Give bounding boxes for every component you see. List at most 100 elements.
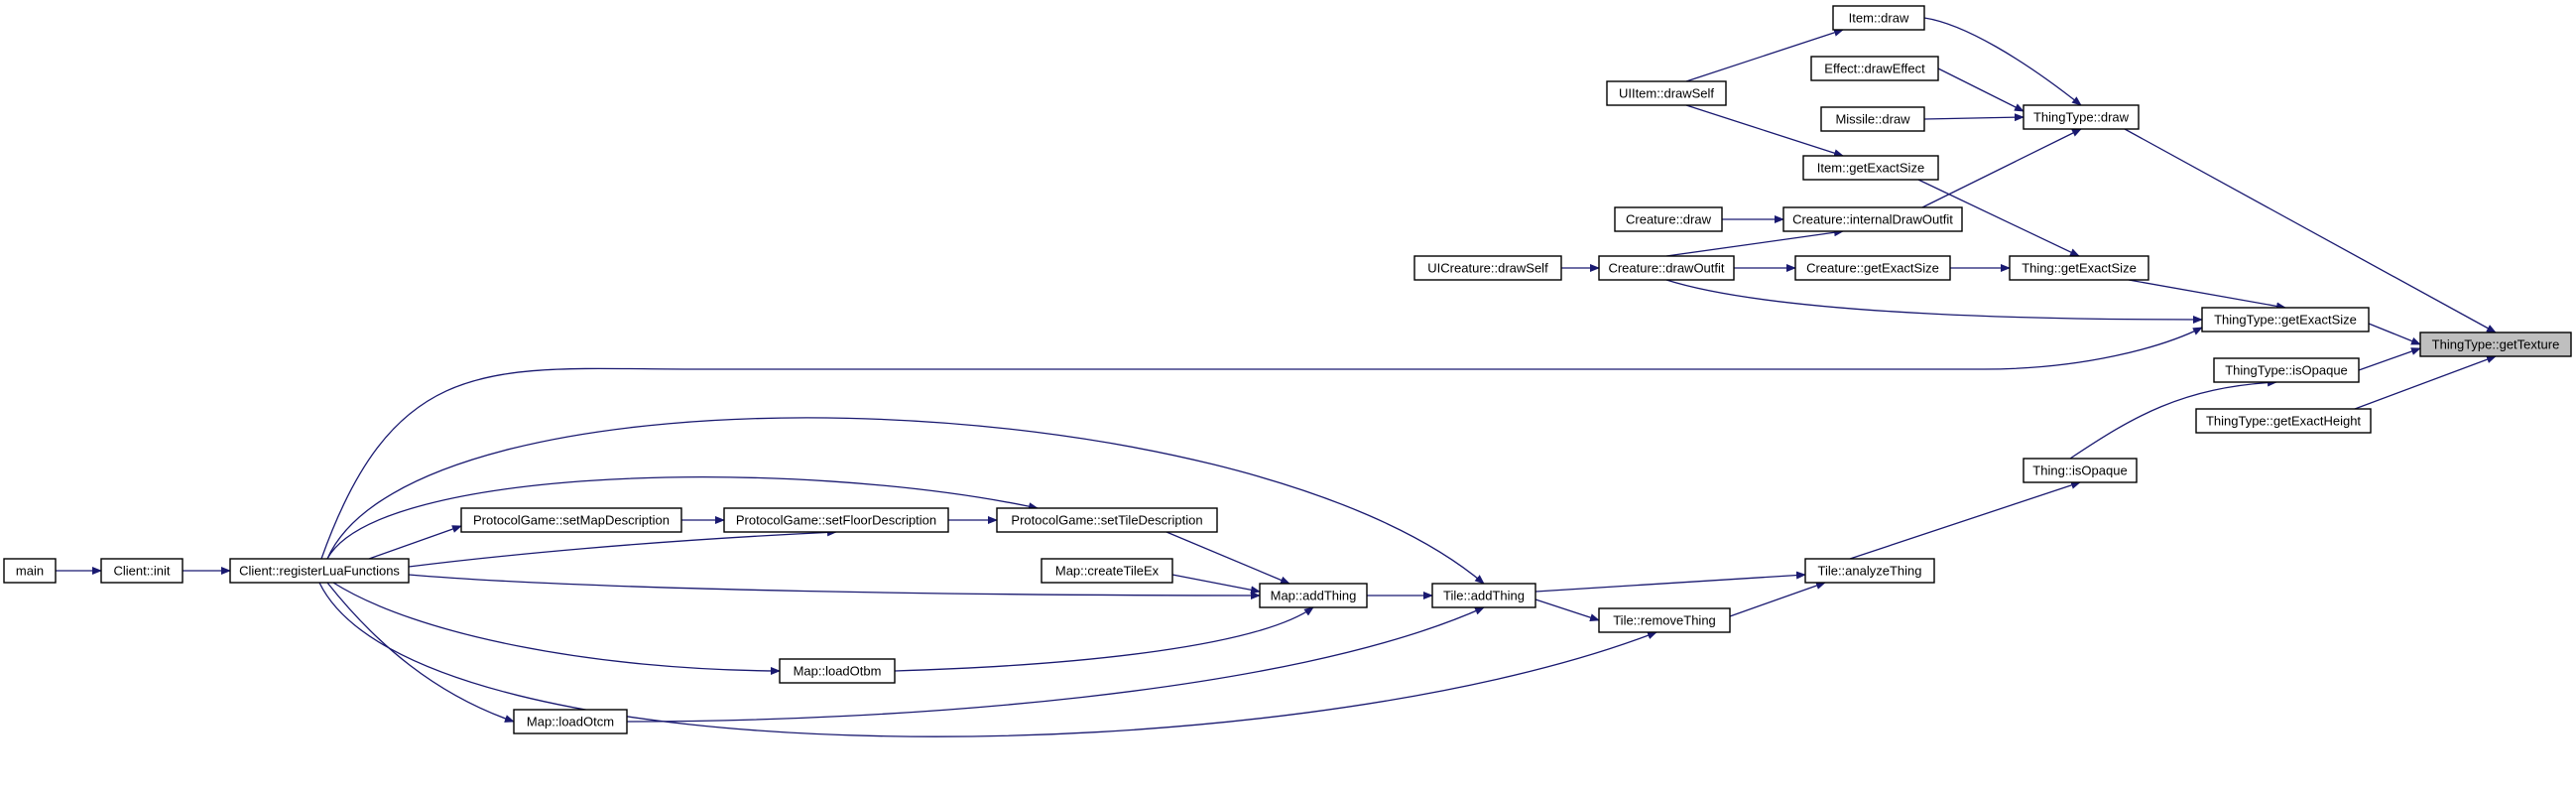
node-box bbox=[2023, 104, 2140, 130]
node-map_loadOtbm[interactable]: Map::loadOtbm bbox=[779, 658, 896, 684]
node-box bbox=[2201, 307, 2370, 332]
edge-client_registerLuaFunctions-to-map_addThing bbox=[408, 574, 1261, 599]
edge-item_getExactSize-to-thing_getExactSize bbox=[1917, 179, 2080, 257]
node-map_loadOtcm[interactable]: Map::loadOtcm bbox=[513, 709, 628, 734]
node-label: ProtocolGame::setMapDescription bbox=[473, 513, 670, 528]
node-label: ThingType::getTexture bbox=[2432, 337, 2560, 352]
edge-map_loadOtcm-to-tile_addThing bbox=[626, 606, 1485, 723]
node-creature_draw[interactable]: Creature::draw bbox=[1614, 206, 1723, 232]
node-label: Tile::removeThing bbox=[1613, 613, 1716, 628]
node-pg_setFloorDescription[interactable]: ProtocolGame::setFloorDescription bbox=[723, 507, 949, 533]
node-tile_removeThing[interactable]: Tile::removeThing bbox=[1598, 607, 1731, 633]
node-box bbox=[1820, 106, 1925, 132]
node-thing_getExactSize[interactable]: Thing::getExactSize bbox=[2009, 255, 2149, 281]
node-creature_internalDrawOutfit[interactable]: Creature::internalDrawOutfit bbox=[1782, 206, 1963, 232]
node-tt_getExactHeight[interactable]: ThingType::getExactHeight bbox=[2195, 408, 2372, 434]
node-label: ThingType::isOpaque bbox=[2225, 363, 2348, 378]
node-tt_isOpaque[interactable]: ThingType::isOpaque bbox=[2213, 357, 2360, 383]
node-box bbox=[2009, 255, 2149, 281]
edge-map_loadOtbm-to-map_addThing bbox=[894, 606, 1314, 672]
edge-map_createTileEx-to-map_addThing bbox=[1171, 574, 1261, 595]
edge-creature_drawOutfit-to-creature_internalDrawOutfit bbox=[1665, 228, 1844, 257]
node-label: ProtocolGame::setTileDescription bbox=[1011, 513, 1202, 528]
node-pg_setMapDescription[interactable]: ProtocolGame::setMapDescription bbox=[460, 507, 682, 533]
node-label: ThingType::getExactSize bbox=[2214, 313, 2357, 328]
edge-item_draw-to-tt_draw bbox=[1923, 17, 2082, 106]
edge-tt_draw-to-getTexture bbox=[2124, 128, 2497, 333]
node-creature_getExactSize[interactable]: Creature::getExactSize bbox=[1794, 255, 1951, 281]
node-label: Map::createTileEx bbox=[1055, 564, 1160, 579]
node-creature_drawOutfit[interactable]: Creature::drawOutfit bbox=[1598, 255, 1735, 281]
node-box bbox=[1832, 5, 1925, 31]
node-box bbox=[2419, 332, 2572, 357]
node-box bbox=[1810, 56, 1939, 81]
node-client_registerLuaFunctions[interactable]: Client::registerLuaFunctions bbox=[229, 558, 410, 584]
node-uicreature_drawSelf[interactable]: UICreature::drawSelf bbox=[1413, 255, 1562, 281]
node-box bbox=[1794, 255, 1951, 281]
node-box bbox=[2213, 357, 2360, 383]
node-label: Creature::draw bbox=[1626, 212, 1712, 227]
node-tile_analyzeThing[interactable]: Tile::analyzeThing bbox=[1804, 558, 1935, 584]
node-label: Creature::getExactSize bbox=[1806, 261, 1939, 276]
node-uiitem_drawSelf[interactable]: UIItem::drawSelf bbox=[1606, 80, 1727, 106]
node-effect_drawEffect[interactable]: Effect::drawEffect bbox=[1810, 56, 1939, 81]
node-box bbox=[996, 507, 1218, 533]
node-tt_getExactSize[interactable]: ThingType::getExactSize bbox=[2201, 307, 2370, 332]
node-box bbox=[2023, 458, 2138, 483]
node-label: Map::loadOtcm bbox=[527, 715, 614, 730]
node-label: UICreature::drawSelf bbox=[1427, 261, 1548, 276]
edge-client_registerLuaFunctions-to-tile_removeThing bbox=[318, 582, 1657, 737]
node-label: Tile::addThing bbox=[1443, 589, 1525, 603]
node-main[interactable]: main bbox=[3, 558, 57, 584]
node-getTexture[interactable]: ThingType::getTexture bbox=[2419, 332, 2572, 357]
edge-tt_getExactSize-to-getTexture bbox=[2368, 323, 2421, 345]
node-label: ProtocolGame::setFloorDescription bbox=[736, 513, 936, 528]
edge-tile_addThing-to-tile_analyzeThing bbox=[1534, 571, 1806, 593]
node-box bbox=[229, 558, 410, 584]
call-edges bbox=[56, 17, 2497, 737]
node-label: Client::registerLuaFunctions bbox=[239, 564, 400, 579]
edge-tile_analyzeThing-to-thing_isOpaque bbox=[1849, 481, 2081, 560]
node-box bbox=[460, 507, 682, 533]
node-box bbox=[723, 507, 949, 533]
edge-thing_isOpaque-to-tt_isOpaque bbox=[2069, 378, 2277, 460]
node-tt_draw[interactable]: ThingType::draw bbox=[2023, 104, 2140, 130]
node-box bbox=[1606, 80, 1727, 106]
node-label: Creature::drawOutfit bbox=[1608, 261, 1724, 276]
node-box bbox=[779, 658, 896, 684]
node-pg_setTileDescription[interactable]: ProtocolGame::setTileDescription bbox=[996, 507, 1218, 533]
node-map_createTileEx[interactable]: Map::createTileEx bbox=[1041, 558, 1173, 584]
node-item_getExactSize[interactable]: Item::getExactSize bbox=[1802, 155, 1939, 181]
edge-tile_addThing-to-tile_removeThing bbox=[1534, 598, 1600, 621]
node-item_draw[interactable]: Item::draw bbox=[1832, 5, 1925, 31]
node-box bbox=[100, 558, 184, 584]
edge-client_registerLuaFunctions-to-pg_setTileDescription bbox=[326, 476, 1039, 560]
edge-client_registerLuaFunctions-to-map_loadOtcm bbox=[326, 582, 515, 723]
node-box bbox=[1431, 583, 1536, 608]
node-label: ThingType::draw bbox=[2033, 110, 2130, 125]
node-label: Missile::draw bbox=[1835, 112, 1910, 127]
node-client_init[interactable]: Client::init bbox=[100, 558, 184, 584]
call-nodes: ThingType::getTextureThingType::getExact… bbox=[3, 5, 2572, 734]
edge-client_registerLuaFunctions-to-map_loadOtbm bbox=[332, 582, 781, 675]
edge-creature_drawOutfit-to-tt_getExactSize bbox=[1665, 279, 2203, 324]
node-missile_draw[interactable]: Missile::draw bbox=[1820, 106, 1925, 132]
node-thing_isOpaque[interactable]: Thing::isOpaque bbox=[2023, 458, 2138, 483]
edge-missile_draw-to-tt_draw bbox=[1923, 113, 2024, 122]
node-tile_addThing[interactable]: Tile::addThing bbox=[1431, 583, 1536, 608]
node-label: Item::getExactSize bbox=[1817, 161, 1924, 176]
node-box bbox=[1804, 558, 1935, 584]
node-map_addThing[interactable]: Map::addThing bbox=[1259, 583, 1368, 608]
edge-creature_internalDrawOutfit-to-tt_draw bbox=[1921, 128, 2082, 208]
node-label: ThingType::getExactHeight bbox=[2206, 414, 2361, 429]
node-label: Map::addThing bbox=[1271, 589, 1357, 603]
node-box bbox=[1598, 255, 1735, 281]
node-box bbox=[1782, 206, 1963, 232]
node-label: Thing::isOpaque bbox=[2032, 464, 2127, 478]
edge-tile_removeThing-to-tile_analyzeThing bbox=[1729, 582, 1826, 617]
node-label: Creature::internalDrawOutfit bbox=[1792, 212, 1953, 227]
node-box bbox=[1413, 255, 1562, 281]
edge-uiitem_drawSelf-to-item_draw bbox=[1685, 29, 1844, 82]
node-label: Item::draw bbox=[1849, 11, 1909, 26]
